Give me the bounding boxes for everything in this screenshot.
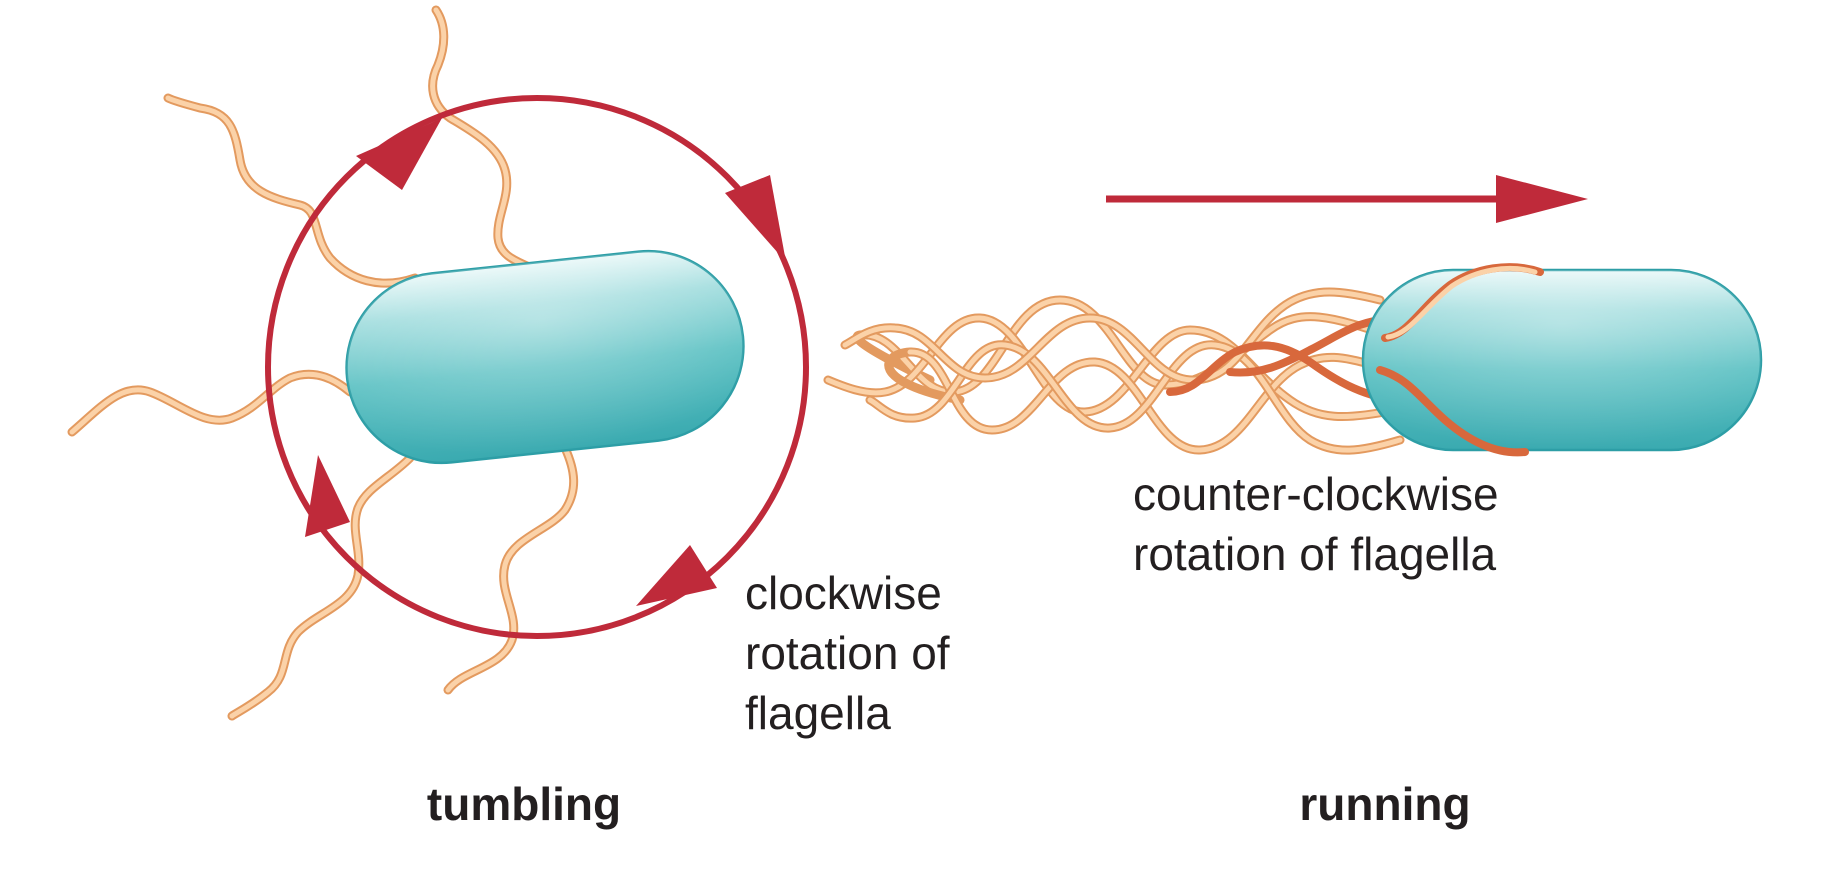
counter-clockwise-label-line-2: rotation of flagella [1133, 528, 1497, 580]
flagellum [67, 369, 355, 437]
flagellum [1376, 366, 1529, 457]
flagellum [865, 340, 1405, 455]
flagellum [163, 93, 420, 288]
clockwise-rotation-circle [265, 95, 809, 639]
flagellum [1166, 341, 1399, 404]
running-caption: running [1299, 778, 1470, 830]
tumbling-bacterium [345, 249, 745, 465]
flagellum [1385, 265, 1538, 340]
tumbling-flagella [67, 5, 579, 721]
flagellum [884, 347, 1400, 455]
flagellum [1226, 315, 1399, 377]
arrowhead-left-icon [305, 455, 350, 537]
clockwise-label-line-1: clockwise [745, 567, 942, 619]
clockwise-label-line-2: rotation of [745, 627, 950, 679]
running-panel: counter-clockwise rotation of flagella r… [823, 175, 1763, 830]
arrowhead-right-icon [725, 175, 786, 262]
tumbling-panel: clockwise rotation of flagella tumbling [67, 5, 962, 830]
counter-clockwise-label-line-1: counter-clockwise [1133, 468, 1499, 520]
running-bacterium [1361, 268, 1763, 452]
clockwise-label-line-3: flagella [745, 687, 891, 739]
circle-arrowheads [305, 118, 786, 606]
arrowhead-top-icon [356, 118, 442, 190]
running-flagella-front [1376, 263, 1544, 457]
clockwise-label: clockwise rotation of flagella [745, 567, 962, 739]
flagellum [840, 287, 1385, 385]
arrowhead-bottom-icon [636, 545, 717, 606]
flagellum [227, 453, 415, 721]
running-flagella-bundle [823, 287, 1405, 455]
running-direction-arrow [1106, 175, 1588, 223]
arrowhead-right-icon [1496, 175, 1588, 223]
flagellum [443, 443, 579, 695]
counter-clockwise-label: counter-clockwise rotation of flagella [1133, 468, 1511, 580]
flagellum [428, 5, 545, 277]
tumbling-caption: tumbling [427, 778, 621, 830]
